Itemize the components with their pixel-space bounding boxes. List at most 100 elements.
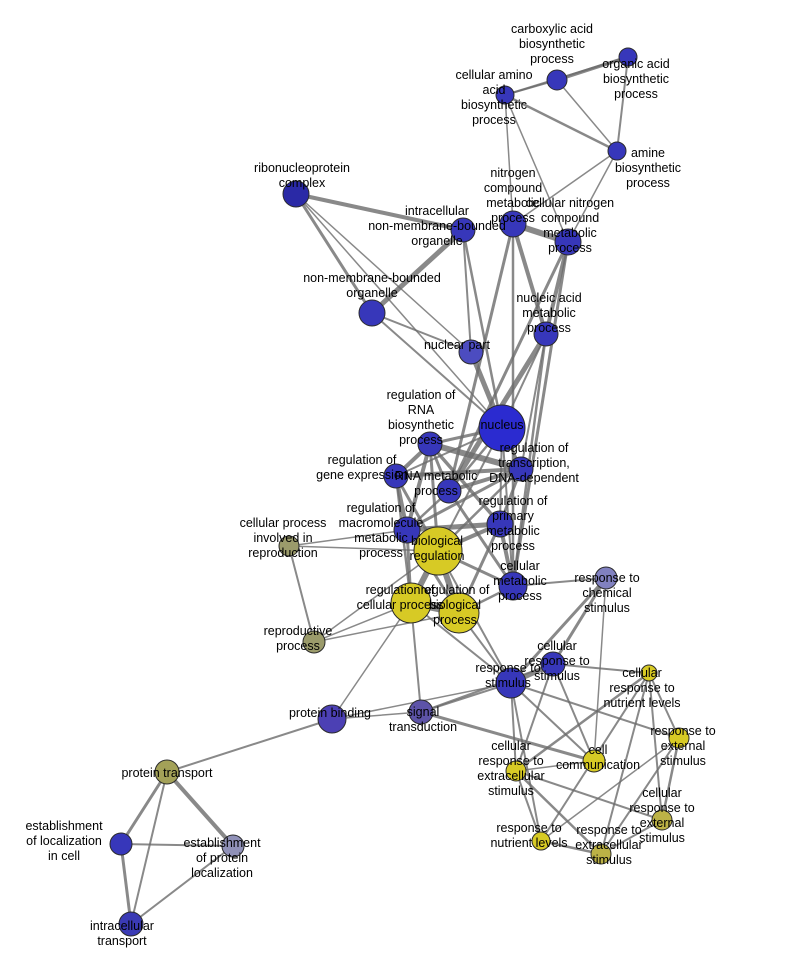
edge-response-to-stimulus--cell-communication (510, 682, 595, 762)
edge-layer (119, 55, 681, 926)
node-cellular-response-to-nutrient-levels[interactable] (640, 664, 658, 682)
node-response-to-chemical-stimulus[interactable] (594, 566, 618, 590)
node-signal-transduction[interactable] (408, 699, 434, 725)
node-RNA-metabolic-process[interactable] (436, 478, 462, 504)
edge-response-to-external-stimulus--cellular-response-to-external-stimulus (660, 736, 681, 822)
node-biological-regulation[interactable] (413, 526, 463, 576)
edge-protein-transport--establishment-of-localization-in-cell (119, 770, 169, 846)
edge-response-to-external-stimulus--response-to-extracellular-stimulus (600, 737, 680, 855)
node-cellular-nitrogen-compound-metabolic-process[interactable] (554, 228, 582, 256)
edge-response-to-stimulus--response-to-nutrient-levels (510, 682, 542, 842)
edge-protein-binding--protein-transport (166, 718, 333, 773)
edge-establishment-of-protein-localization--intracellular-transport (130, 845, 234, 925)
node-nucleus[interactable] (478, 404, 526, 452)
edge-regulation-of-transcription-DNA-dependent--RNA-metabolic-process (447, 467, 523, 493)
node-regulation-of-transcription-DNA-dependent[interactable] (508, 456, 534, 482)
node-establishment-of-protein-localization[interactable] (221, 834, 245, 858)
edge-cellular-amino-acid-biosynthetic-process--cellular-nitrogen-compound-metabolic-process (504, 94, 569, 243)
node-regulation-of-gene-expression[interactable] (383, 463, 409, 489)
node-cellular-amino-acid-biosynthetic-process[interactable] (495, 85, 515, 105)
edge-nitrogen-compound-metabolic-process--nucleic-acid-metabolic-process (511, 222, 548, 336)
node-response-to-external-stimulus[interactable] (668, 727, 690, 749)
node-regulation-of-macromolecule-metabolic-process[interactable] (393, 516, 421, 544)
edge-intracellular-non-membrane-bounded-organelle--nuclear-part (462, 229, 472, 353)
node-cellular-process-involved-in-reproduction[interactable] (278, 535, 300, 557)
node-nuclear-part[interactable] (458, 339, 484, 365)
node-cellular-response-to-stimulus[interactable] (540, 651, 566, 677)
edge-protein-transport--establishment-of-protein-localization (165, 770, 235, 848)
edge-cellular-response-to-extracellular-stimulus--response-to-extracellular-stimulus (514, 769, 603, 856)
node-intracellular-non-membrane-bounded-organelle[interactable] (450, 217, 476, 243)
edge-cellular-response-to-extracellular-stimulus--response-to-nutrient-levels (515, 770, 542, 842)
node-cellular-metabolic-process[interactable] (498, 571, 528, 601)
edge-response-to-external-stimulus--response-to-nutrient-levels (540, 737, 680, 842)
edge-regulation-of-transcription-DNA-dependent--regulation-of-macromolecule-metabolic-process (405, 467, 523, 532)
edge-ribonucleoprotein-complex--nucleus (295, 193, 503, 429)
edge-cellular-response-to-extracellular-stimulus--cellular-response-to-external-stimulus (515, 770, 663, 821)
node-cellular-response-to-extracellular-stimulus[interactable] (505, 760, 527, 782)
node-nitrogen-compound-metabolic-process[interactable] (499, 210, 527, 238)
edge-regulation-of-RNA-biosynthetic-process--regulation-of-macromolecule-metabolic-process (405, 442, 432, 532)
edge-RNA-metabolic-process--cellular-metabolic-process (447, 489, 515, 588)
node-response-to-stimulus[interactable] (495, 667, 527, 699)
node-cell-communication[interactable] (582, 749, 606, 773)
edge-amine-biosynthetic-process--nitrogen-compound-metabolic-process (512, 150, 618, 225)
edge-ribonucleoprotein-complex--non-membrane-bounded-organelle (294, 192, 374, 315)
edge-cellular-amino-acid-biosynthetic-process--nitrogen-compound-metabolic-process (504, 94, 514, 225)
edge-intracellular-non-membrane-bounded-organelle--non-membrane-bounded-organelle (369, 227, 466, 316)
edge-regulation-of-RNA-biosynthetic-process--regulation-of-transcription-DNA-dependent (427, 441, 524, 472)
edge-regulation-of-cellular-process--protein-binding (331, 602, 412, 720)
node-organic-acid-biosynthetic-process[interactable] (618, 47, 638, 67)
node-label-protein-binding: protein binding (289, 706, 371, 720)
node-establishment-of-localization-in-cell[interactable] (109, 832, 133, 856)
node-reproductive-process[interactable] (302, 630, 326, 654)
node-non-membrane-bounded-organelle[interactable] (358, 299, 386, 327)
node-regulation-of-RNA-biosynthetic-process[interactable] (417, 431, 443, 457)
node-response-to-extracellular-stimulus[interactable] (590, 843, 612, 865)
edge-cellular-response-to-nutrient-levels--response-to-external-stimulus (648, 672, 680, 739)
node-label-nucleus: nucleus (480, 418, 523, 432)
node-amine-biosynthetic-process[interactable] (607, 141, 627, 161)
node-response-to-nutrient-levels[interactable] (531, 831, 551, 851)
node-regulation-of-biological-process[interactable] (438, 592, 480, 634)
edge-regulation-of-RNA-biosynthetic-process--regulation-of-primary-metabolic-process (428, 442, 502, 526)
edge-organic-acid-biosynthetic-process--amine-biosynthetic-process (616, 56, 629, 152)
edge-cellular-response-to-nutrient-levels--cellular-response-to-extracellular-stimulus (514, 671, 651, 773)
node-regulation-of-primary-metabolic-process[interactable] (486, 510, 514, 538)
edge-regulation-of-transcription-DNA-dependent--regulation-of-gene-expression (394, 467, 523, 478)
edge-cellular-response-to-nutrient-levels--cellular-response-to-external-stimulus (648, 672, 663, 821)
node-layer (109, 47, 690, 937)
node-cellular-response-to-external-stimulus[interactable] (651, 809, 673, 831)
node-ribonucleoprotein-complex[interactable] (282, 180, 310, 208)
node-carboxylic-acid-biosynthetic-process[interactable] (546, 69, 568, 91)
node-intracellular-transport[interactable] (118, 911, 144, 937)
node-nucleic-acid-metabolic-process[interactable] (533, 321, 559, 347)
node-protein-binding[interactable] (317, 704, 347, 734)
node-regulation-of-cellular-process[interactable] (390, 582, 432, 624)
edge-cellular-response-to-extracellular-stimulus--cell-communication (515, 760, 595, 772)
node-protein-transport[interactable] (154, 759, 180, 785)
